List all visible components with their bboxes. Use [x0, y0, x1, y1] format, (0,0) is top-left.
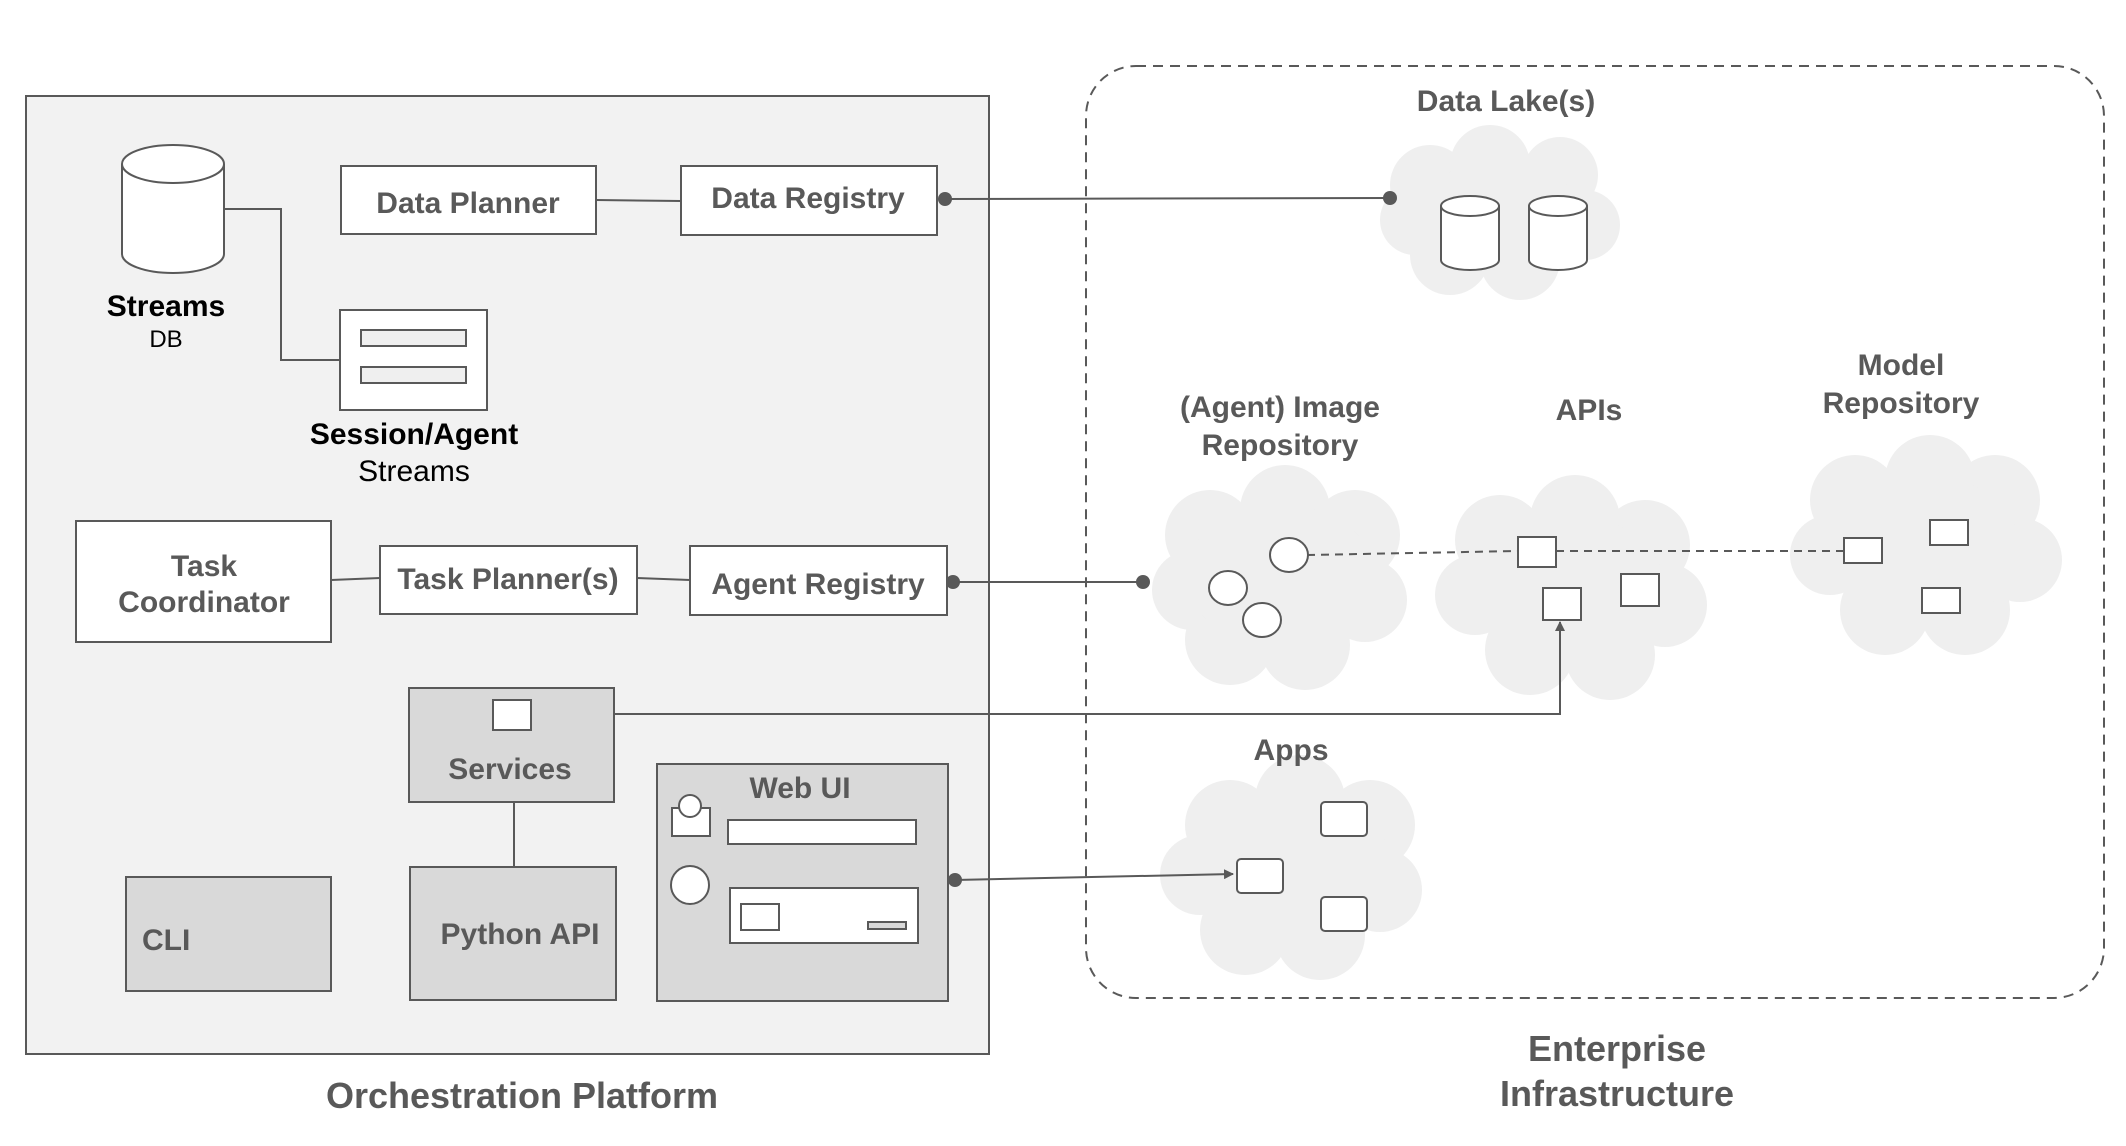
- connector-planner-to-registry: [595, 199, 682, 202]
- data-planner-label: Data Planner: [376, 187, 560, 220]
- apps-items: [1236, 801, 1368, 932]
- model-repository-line2: Repository: [1823, 387, 1980, 420]
- apps-cloud: [1160, 755, 1422, 980]
- data-lake-cylinder-icon-1: [1440, 195, 1500, 271]
- connectors: [224, 197, 1844, 881]
- image-item-icon: [1208, 570, 1248, 606]
- web-ui-user-icon: [671, 794, 711, 837]
- data-registry-label: Data Registry: [711, 182, 905, 215]
- web-ui-text-field: [727, 819, 917, 845]
- apis-label: APIs: [1556, 394, 1623, 427]
- task-planners-box: [379, 545, 638, 615]
- web-ui-panel-square: [740, 903, 780, 931]
- app-item-icon: [1320, 801, 1368, 837]
- streams-db-icon: [121, 144, 225, 274]
- apis-items: [1517, 536, 1660, 621]
- enterprise-infrastructure-title-line1: Enterprise: [1528, 1028, 1706, 1069]
- connector-dots: [938, 191, 1397, 887]
- image-item-icon: [1242, 602, 1282, 638]
- services-label: Services: [448, 753, 571, 786]
- connector-webui-to-apps: [954, 869, 1234, 881]
- data-lakes-label: Data Lake(s): [1417, 85, 1595, 118]
- agent-registry-label: Agent Registry: [711, 568, 925, 601]
- image-repository-line1: (Agent) Image: [1180, 391, 1380, 424]
- web-ui-circle-icon: [670, 865, 710, 905]
- session-agent-streams-box: [339, 309, 488, 411]
- dot-web-ui: [948, 873, 962, 887]
- connector-coordinator-to-planners: [330, 577, 381, 581]
- services-port-icon: [492, 699, 532, 731]
- task-coordinator-box: [75, 520, 332, 643]
- enterprise-infrastructure-title-line2: Infrastructure: [1500, 1073, 1734, 1114]
- dot-data-lakes: [1383, 191, 1397, 205]
- data-planner-box: [340, 165, 597, 235]
- model-item-icon: [1929, 519, 1969, 546]
- web-ui-panel-bar: [867, 921, 907, 930]
- python-api-box: [409, 866, 617, 1001]
- dashed-image-to-apis: [1306, 550, 1519, 556]
- streams-db-subtitle: DB: [149, 326, 182, 353]
- api-item-icon: [1542, 587, 1582, 621]
- dot-agent-registry: [946, 575, 960, 589]
- apps-label: Apps: [1254, 734, 1329, 767]
- enterprise-infrastructure-boundary: [1085, 65, 2105, 999]
- stream-bar-2: [360, 366, 467, 384]
- orchestration-platform-title: Orchestration Platform: [326, 1075, 718, 1116]
- connector-planners-to-agent-registry: [636, 577, 691, 581]
- model-repository-line1: Model: [1858, 349, 1945, 382]
- task-planners-label: Task Planner(s): [397, 563, 618, 596]
- connector-services-to-apis: [531, 621, 1565, 715]
- image-item-icon: [1269, 537, 1309, 573]
- session-agent-streams-title: Session/Agent: [310, 418, 518, 451]
- image-repository-cloud: [1152, 465, 1407, 690]
- session-agent-streams-subtitle: Streams: [358, 455, 470, 488]
- streams-db-title: Streams: [107, 290, 225, 323]
- dot-image-repo: [1136, 575, 1150, 589]
- api-item-icon: [1517, 536, 1557, 568]
- app-item-icon: [1236, 858, 1284, 894]
- agent-registry-box: [689, 545, 948, 616]
- cli-box: [125, 876, 332, 992]
- stream-bar-1: [360, 329, 467, 347]
- app-item-icon: [1320, 896, 1368, 932]
- model-item-icon: [1843, 537, 1883, 564]
- cli-label: CLI: [142, 924, 190, 957]
- dot-data-registry: [938, 192, 952, 206]
- model-repository-cloud: [1790, 435, 2062, 655]
- model-item-icon: [1921, 587, 1961, 614]
- web-ui-label: Web UI: [749, 772, 850, 805]
- model-repository-items: [1843, 519, 1969, 614]
- image-repository-items: [1208, 537, 1309, 638]
- task-coordinator-line1: Task: [171, 550, 237, 583]
- data-lake-cylinder-icon-2: [1528, 195, 1588, 271]
- connector-registry-to-datalakes: [944, 197, 1391, 200]
- api-item-icon: [1620, 573, 1660, 607]
- python-api-label: Python API: [441, 918, 600, 951]
- data-registry-box: [680, 165, 938, 236]
- connector-streams-to-session: [224, 208, 340, 361]
- task-coordinator-line2: Coordinator: [118, 586, 290, 619]
- image-repository-line2: Repository: [1202, 429, 1359, 462]
